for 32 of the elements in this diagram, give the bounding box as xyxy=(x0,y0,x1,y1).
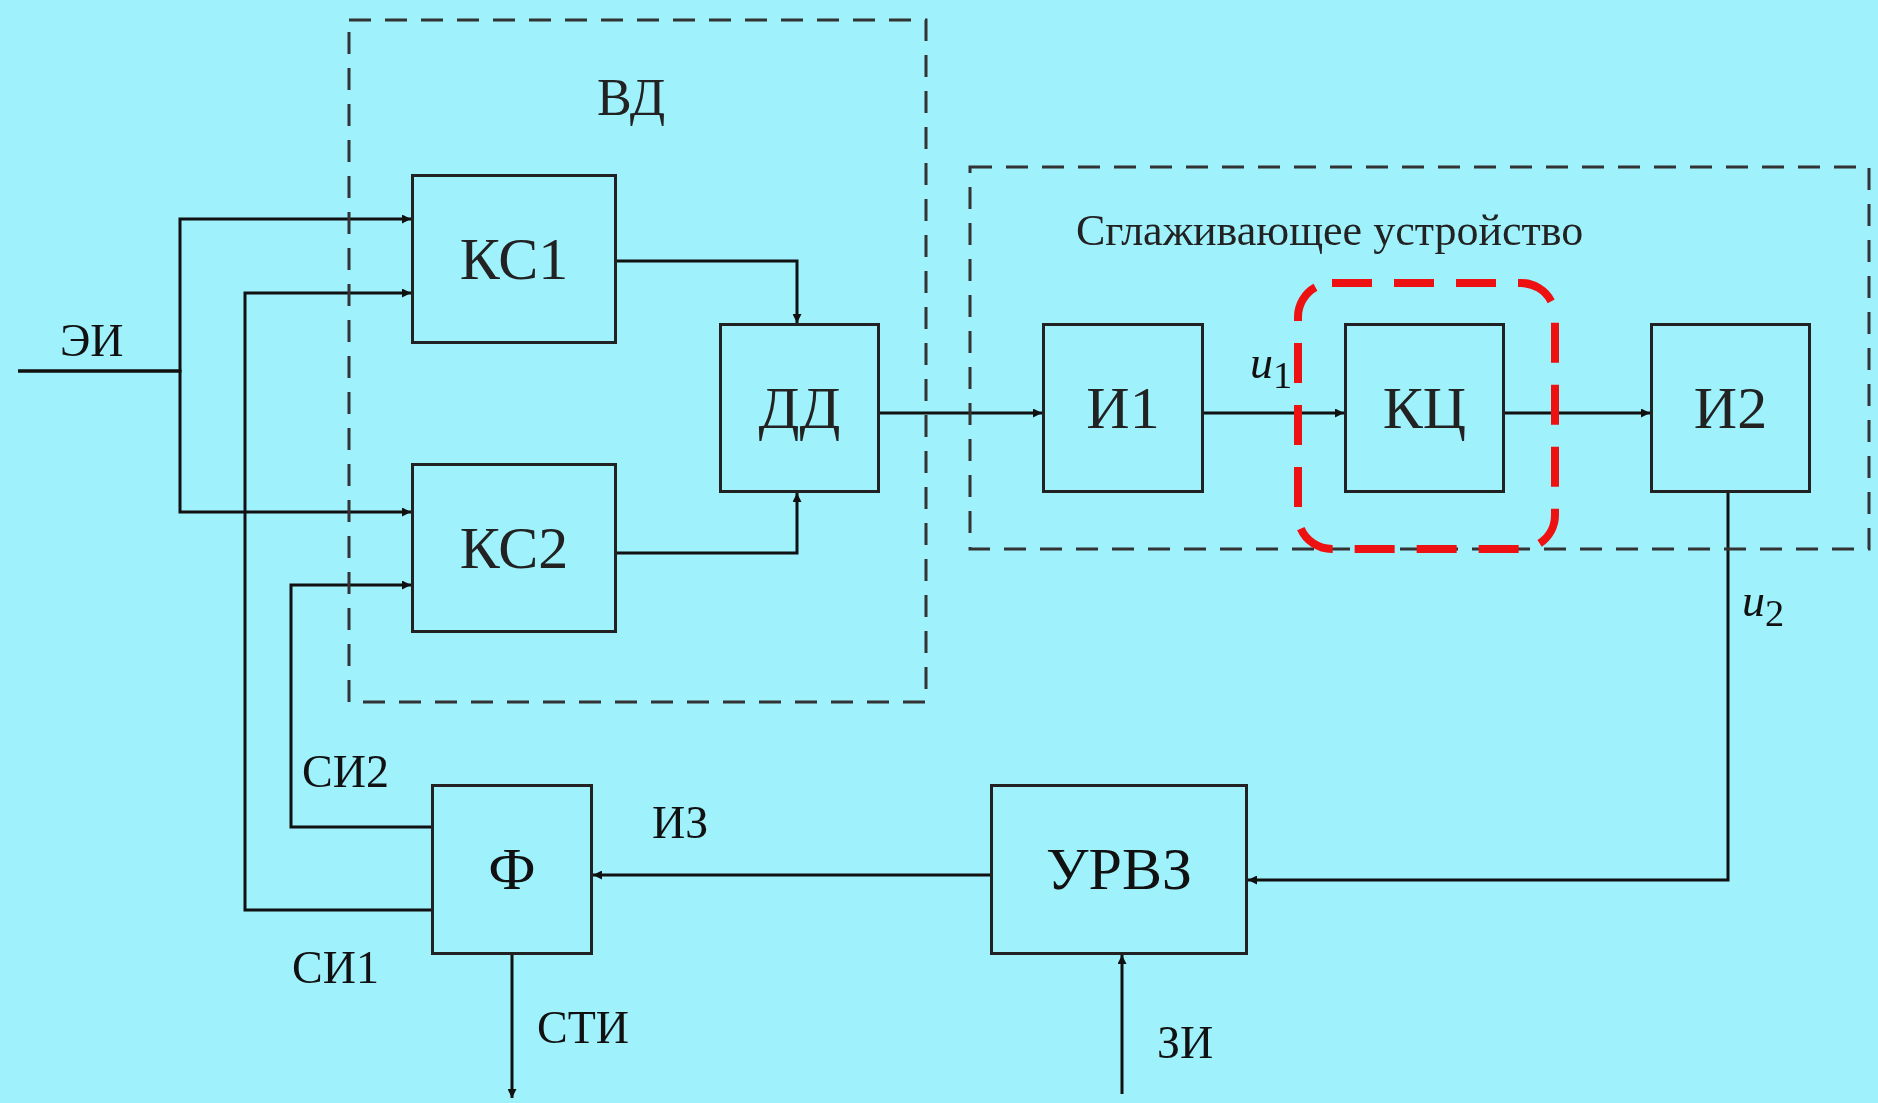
arrow xyxy=(289,580,431,829)
arrow xyxy=(1505,408,1650,418)
block-box xyxy=(411,463,617,633)
block-label: УРВЗ xyxy=(1046,835,1192,904)
block-box xyxy=(990,784,1248,955)
block-box xyxy=(411,174,617,344)
block-box xyxy=(1042,323,1204,493)
block-label: КЦ xyxy=(1382,373,1467,443)
block-label: И1 xyxy=(1086,373,1160,443)
dashed-group-frame xyxy=(968,165,1871,551)
block-box xyxy=(1650,323,1811,493)
arrow xyxy=(1248,493,1730,885)
group-title: ВД xyxy=(597,68,666,127)
arrow xyxy=(1204,408,1344,418)
block-label: КС1 xyxy=(459,224,569,294)
arrow xyxy=(593,870,990,880)
arrow xyxy=(507,955,517,1098)
arrow xyxy=(617,259,802,323)
block-label: КС2 xyxy=(459,513,569,583)
arrow xyxy=(243,288,431,912)
group-title: Сглаживающее устройство xyxy=(1076,205,1584,256)
block-label: И2 xyxy=(1693,373,1768,443)
block-box xyxy=(1344,323,1505,493)
arrow xyxy=(1117,955,1127,1094)
block-label: Ф xyxy=(488,835,536,904)
dashed-group-frame xyxy=(347,18,928,704)
block-box xyxy=(431,784,593,955)
arrow xyxy=(18,369,411,517)
block-label: ДД xyxy=(758,373,841,443)
arrow xyxy=(880,408,1042,418)
arrow xyxy=(617,493,802,555)
block-box xyxy=(719,323,880,493)
